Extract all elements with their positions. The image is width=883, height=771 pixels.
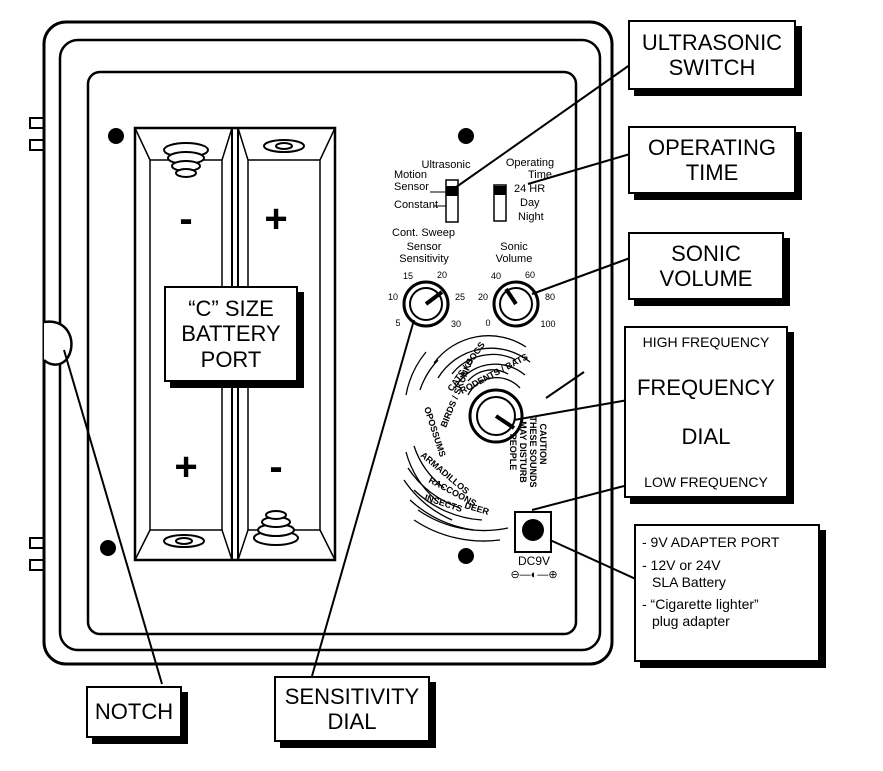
screw-top-left <box>108 128 124 144</box>
faceplate <box>86 70 578 636</box>
spring-contact-top-left <box>163 142 209 178</box>
frequency-pointer <box>494 414 516 430</box>
time-switch-lever[interactable] <box>494 186 506 195</box>
volume-pointer <box>504 287 518 306</box>
callout-sensitivity-dial-line2: DIAL <box>327 709 377 734</box>
cont-sweep-label: Cont. Sweep <box>392 227 455 239</box>
mode-switch-leaders <box>430 191 446 207</box>
sensitivity-pointer <box>424 290 444 306</box>
power-option-cigarette-line2: plug adapter <box>652 613 730 630</box>
constant-label: Constant <box>394 199 438 211</box>
callout-ultrasonic-switch: ULTRASONIC SWITCH <box>628 20 796 90</box>
sensitivity-tick: 30 <box>451 319 461 329</box>
spring-contact-bottom-right <box>253 510 299 546</box>
battery-compartment <box>133 126 337 562</box>
hinge-tab-bottom <box>29 537 44 571</box>
day-label: Day <box>520 197 540 209</box>
volume-tick: 80 <box>545 292 555 302</box>
polarity-top-left: - <box>179 197 192 241</box>
frequency-arc-bands <box>403 335 531 542</box>
slot-bevels <box>134 127 336 561</box>
svg-text:MAY DISTURB: MAY DISTURB <box>518 421 528 483</box>
sonic-volume-label-1: Sonic <box>500 241 528 253</box>
callout-frequency-dial-line1: FREQUENCY <box>636 374 776 400</box>
callout-high-frequency: HIGH FREQUENCY <box>642 334 770 350</box>
flat-contact-bottom-left <box>163 534 205 548</box>
callout-low-frequency: LOW FREQUENCY <box>644 473 768 490</box>
volume-dial-face: 0 20 40 60 80 100 <box>478 270 556 329</box>
callout-sonic-volume-line2: VOLUME <box>659 266 753 291</box>
operating-time-label-2: Time <box>528 169 552 181</box>
power-option-cigarette-line1: - “Cigarette lighter” <box>642 596 759 613</box>
power-option-sla-line2: SLA Battery <box>652 573 726 590</box>
sensitivity-dial-face: 5 10 15 20 25 30 <box>388 270 465 329</box>
callout-battery-port: “C” SIZE BATTERY PORT <box>164 286 298 382</box>
motion-sensor-label-2: Sensor <box>394 181 429 193</box>
callout-operating-time-line1: OPERATING <box>648 134 776 160</box>
sensitivity-tick: 15 <box>403 271 413 281</box>
screw-bottom-right <box>458 548 474 564</box>
volume-tick: 40 <box>491 271 501 281</box>
callout-operating-time-line2: TIME <box>685 160 739 185</box>
night-label: Night <box>518 211 544 223</box>
hinge-tab-top <box>29 117 44 151</box>
polarity-bottom-left: + <box>174 445 197 489</box>
callout-frequency-group: HIGH FREQUENCY FREQUENCY DIAL LOW FREQUE… <box>624 326 788 498</box>
svg-text:THESE SOUNDS: THESE SOUNDS <box>528 416 538 487</box>
power-option-9v: - 9V ADAPTER PORT <box>642 534 780 550</box>
callout-frequency-dial-line2: DIAL <box>681 424 731 450</box>
polarity-symbol: ⊖—◐—⊕ <box>510 569 557 581</box>
callout-operating-time: OPERATING TIME <box>628 126 796 194</box>
callout-battery-port-line1: “C” SIZE <box>188 296 274 322</box>
callout-ultrasonic-switch-line1: ULTRASONIC <box>641 29 783 55</box>
callout-notch: NOTCH <box>86 686 182 738</box>
dc-jack[interactable] <box>522 519 544 541</box>
motion-sensor-label-1: Motion <box>394 169 427 181</box>
flat-contact-top-right <box>263 139 305 153</box>
volume-tick: 60 <box>525 270 535 280</box>
power-option-sla: - 12V or 24V SLA Battery <box>642 557 726 591</box>
polarity-top-right: + <box>264 197 287 241</box>
dc9v-label: DC9V <box>518 554 550 568</box>
callout-sensitivity-dial-line1: SENSITIVITY <box>284 683 420 709</box>
callout-notch-label: NOTCH <box>94 699 174 725</box>
volume-tick: 100 <box>540 319 555 329</box>
ultrasonic-label: Ultrasonic <box>422 159 471 171</box>
callout-ultrasonic-switch-line2: SWITCH <box>668 55 756 80</box>
sensor-sensitivity-label-2: Sensitivity <box>399 253 449 265</box>
mode-switch-lever[interactable] <box>446 186 458 196</box>
leader-lines <box>63 61 639 685</box>
hr24-label: 24 HR <box>514 183 545 195</box>
callout-power-options: - 9V ADAPTER PORT - 12V or 24V SLA Batte… <box>634 524 820 662</box>
screw-top-right <box>458 128 474 144</box>
polarity-bottom-right: - <box>269 445 282 489</box>
power-option-sla-line1: - 12V or 24V <box>642 556 721 573</box>
power-option-cigarette: - “Cigarette lighter” plug adapter <box>642 596 759 630</box>
callout-battery-port-line3: PORT <box>200 346 262 372</box>
volume-tick: 0 <box>485 318 490 328</box>
callout-sensitivity-dial: SENSITIVITY DIAL <box>274 676 430 742</box>
sonic-volume-label-2: Volume <box>496 253 533 265</box>
sensitivity-tick: 20 <box>437 270 447 280</box>
screw-bottom-left <box>100 540 116 556</box>
callout-battery-port-line2: BATTERY <box>181 321 281 347</box>
sensitivity-tick: 5 <box>395 318 400 328</box>
svg-text:CAUTION: CAUTION <box>538 424 548 465</box>
operating-time-label-1: Operating <box>506 157 554 169</box>
volume-tick: 20 <box>478 292 488 302</box>
caution-text: CAUTION THESE SOUNDS MAY DISTURB PEOPLE <box>508 416 548 487</box>
sensitivity-tick: 25 <box>455 292 465 302</box>
svg-text:PEOPLE: PEOPLE <box>508 434 518 471</box>
callout-sonic-volume: SONIC VOLUME <box>628 232 784 300</box>
callout-sonic-volume-line1: SONIC <box>671 240 741 266</box>
sensitivity-tick: 10 <box>388 292 398 302</box>
sensor-sensitivity-label-1: Sensor <box>407 241 442 253</box>
